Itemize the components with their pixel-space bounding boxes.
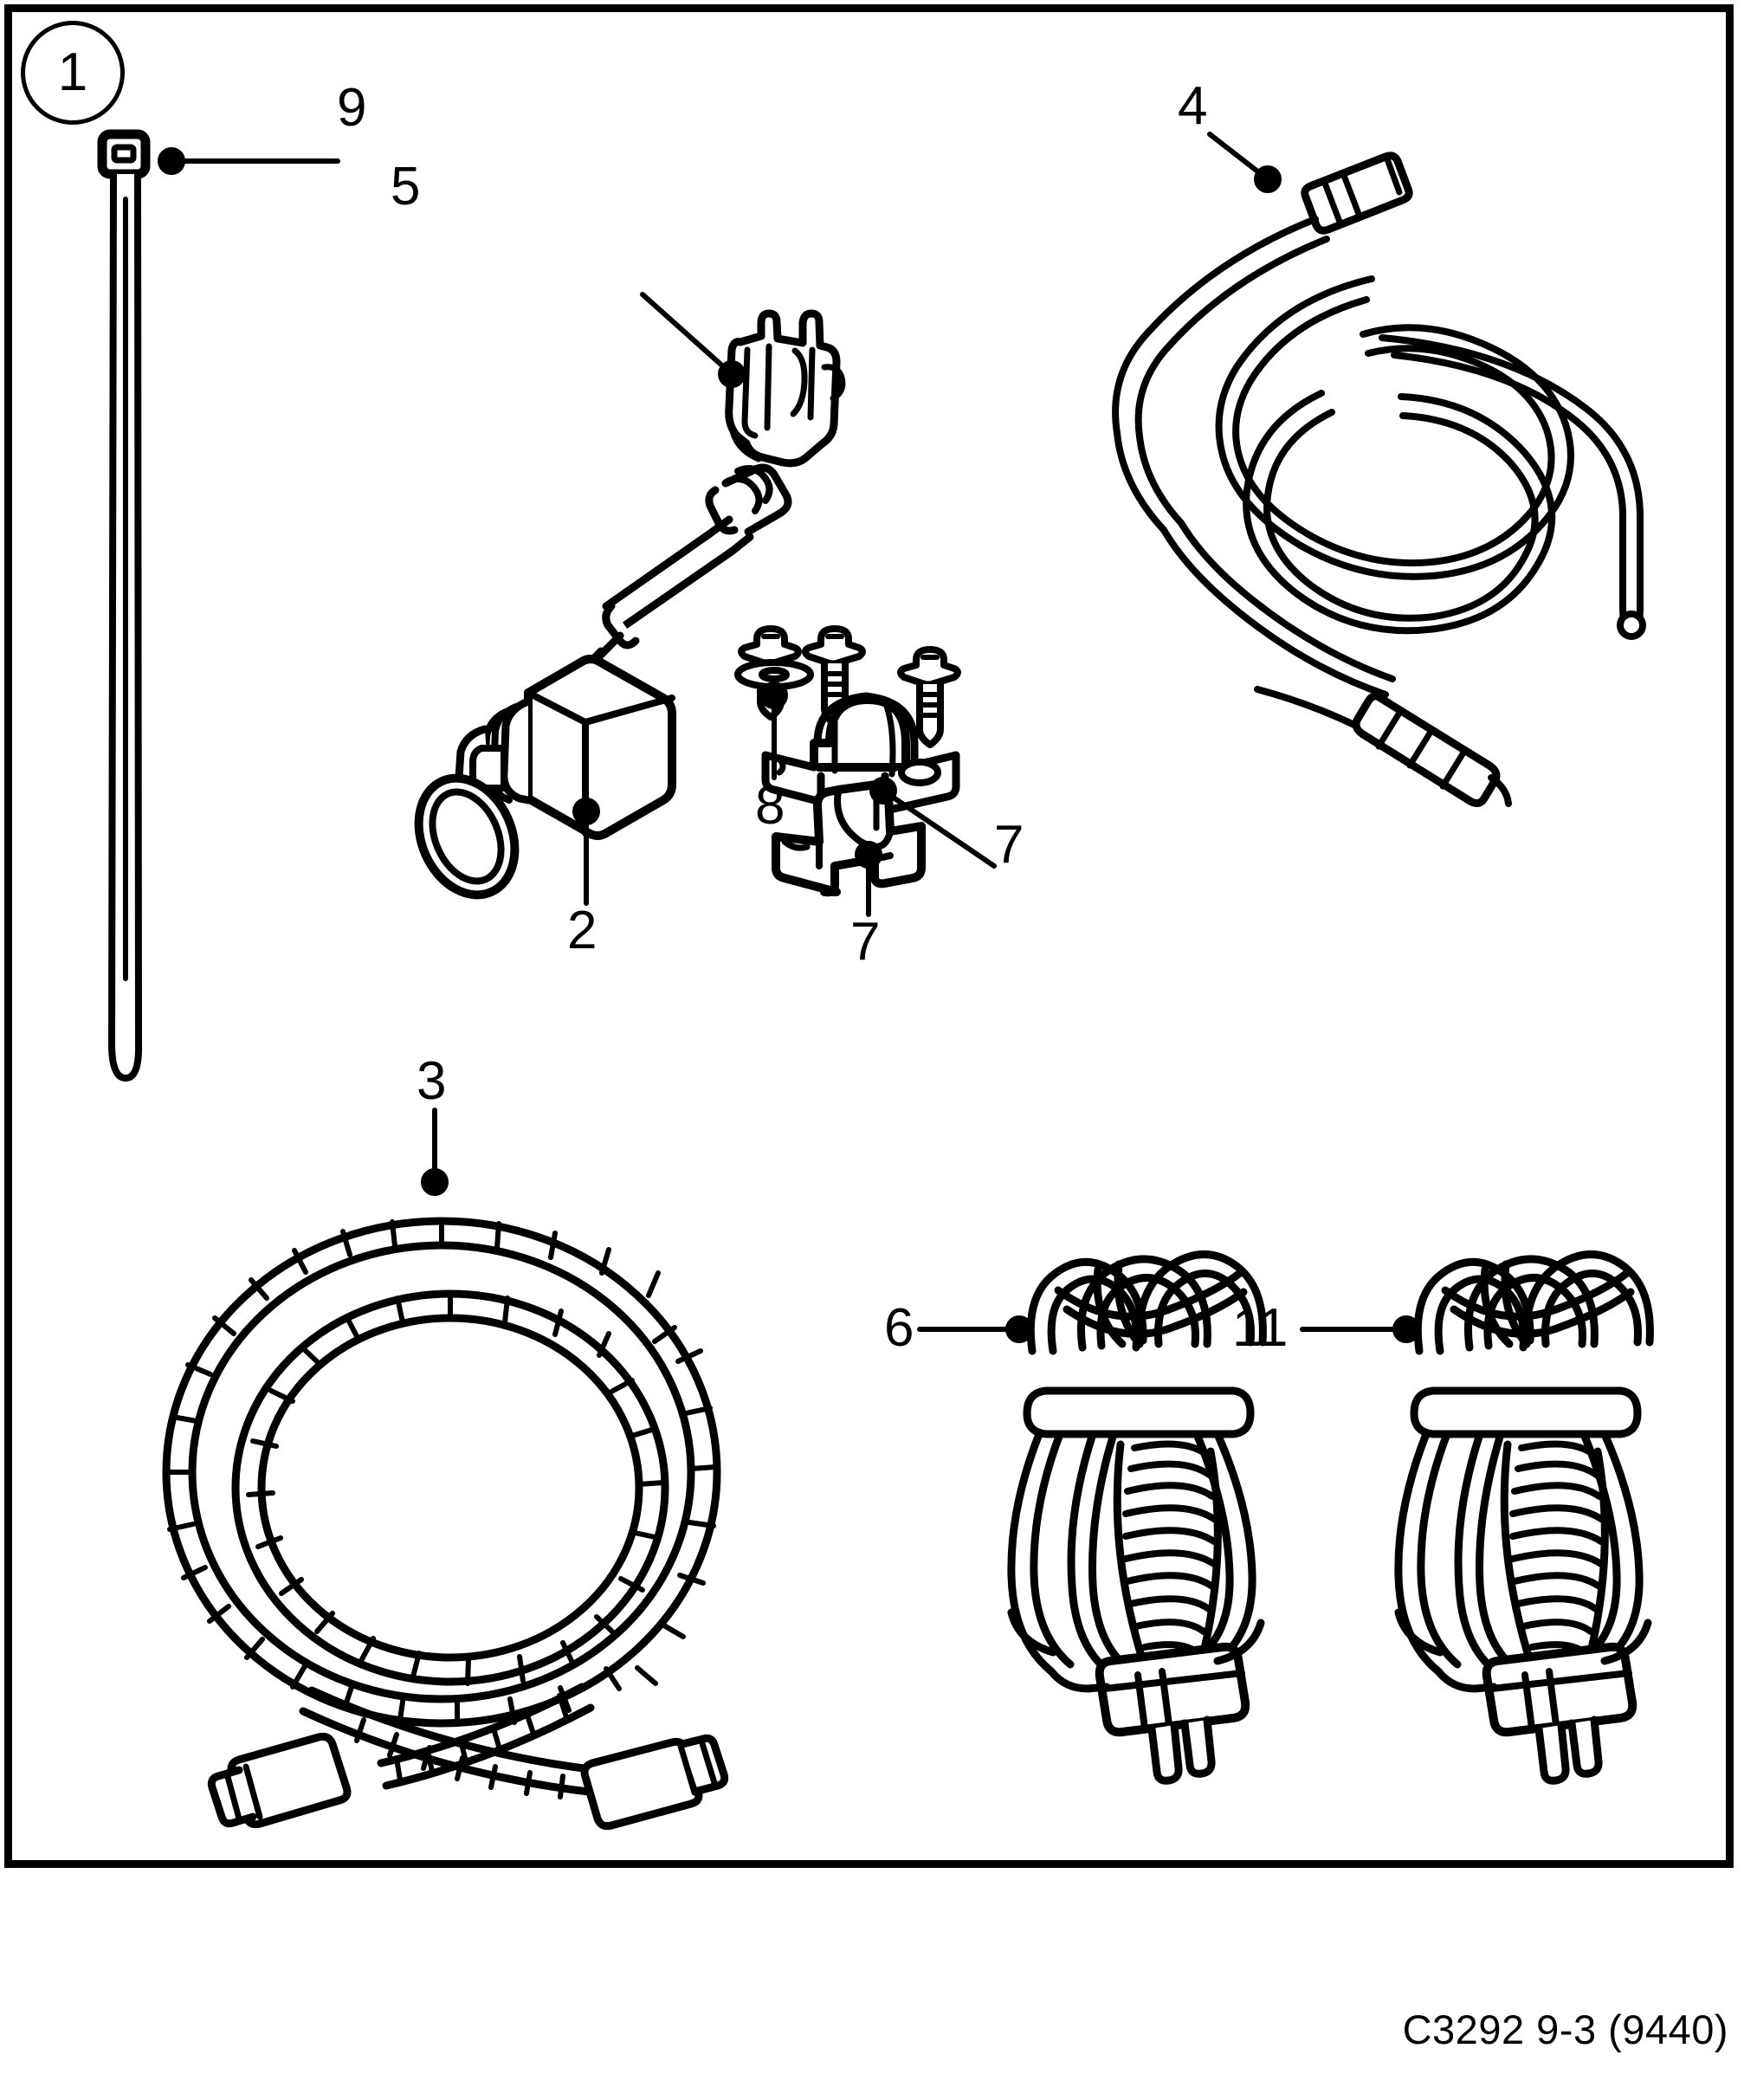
figure-number-text: 1 (57, 42, 88, 102)
engine-block-heater-part (414, 463, 792, 900)
diagram-frame-border (4, 4, 1734, 1868)
washer-part (734, 659, 814, 690)
callout-label-5: 5 (391, 157, 421, 216)
callout-label-7-base: 7 (850, 912, 881, 972)
leader-7b (855, 841, 882, 917)
saddle-clamp-part (761, 692, 960, 813)
leader-11 (1300, 1315, 1420, 1343)
leader-9 (158, 147, 340, 175)
leader-8 (760, 682, 788, 780)
leader-2 (572, 798, 600, 906)
callout-label-4: 4 (1178, 76, 1208, 136)
leader-6 (917, 1315, 1033, 1343)
power-cord-left-part (1007, 1250, 1267, 1785)
clamp-base-part (772, 780, 926, 897)
leader-3 (421, 1108, 449, 1196)
leader-4 (1207, 132, 1282, 193)
leader-5 (640, 292, 746, 388)
power-cord-right-part (1394, 1250, 1654, 1785)
leader-7a (869, 777, 997, 869)
callout-label-8: 8 (755, 776, 785, 836)
hose-braid-texture (164, 1218, 719, 1726)
coiled-cable-part (1112, 152, 1646, 807)
diagram-caption: C3292 9-3 (9440) (1402, 2006, 1728, 2052)
cable-tie-part (97, 129, 151, 1082)
callout-label-9: 9 (337, 78, 367, 138)
callout-label-11: 11 (1232, 1298, 1289, 1358)
braided-hose-part (162, 1217, 729, 1831)
callout-label-2: 2 (567, 901, 597, 960)
callout-leaders (158, 132, 1420, 1343)
figure-number-badge: 1 (21, 21, 125, 125)
callout-label-3: 3 (417, 1051, 447, 1111)
hose-braid-texture-inner (246, 1291, 666, 1686)
callout-label-6: 6 (884, 1298, 914, 1358)
retaining-clip-part (725, 309, 846, 468)
callout-label-7-saddle: 7 (994, 815, 1024, 875)
screw-icon (897, 646, 961, 748)
